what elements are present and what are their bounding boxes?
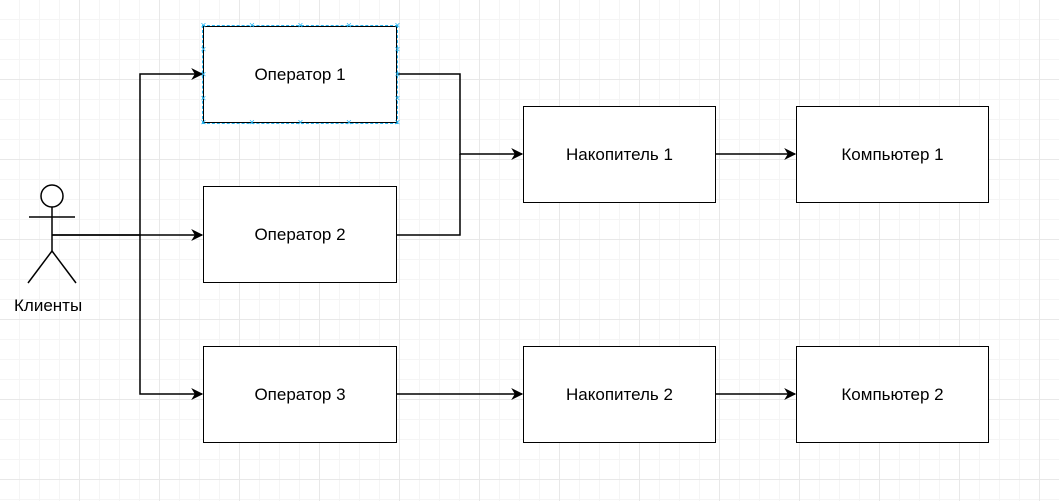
connection-point-icon[interactable]: × (249, 117, 255, 129)
computer-2-label: Компьютер 2 (841, 384, 944, 404)
edge-operator-1-storage-1[interactable] (396, 73, 524, 160)
operator-1-label: Оператор 1 (254, 64, 346, 84)
connection-point-icon[interactable]: × (346, 117, 352, 129)
operator-2-node[interactable]: Оператор 2 (203, 186, 397, 283)
connection-point-icon[interactable]: × (394, 44, 401, 56)
connection-point-icon[interactable]: × (200, 117, 207, 129)
connection-point-icon[interactable]: × (249, 20, 255, 32)
connection-point-icon[interactable]: × (200, 93, 207, 105)
storage-1-node[interactable]: Накопитель 1 (523, 106, 716, 203)
computer-1-label: Компьютер 1 (841, 144, 944, 164)
storage-2-node[interactable]: Накопитель 2 (523, 346, 716, 443)
actor-figure[interactable] (27, 184, 77, 284)
connection-point-icon[interactable]: × (297, 117, 304, 129)
connection-point-icon[interactable]: × (346, 20, 352, 32)
storage-1-label: Накопитель 1 (566, 144, 673, 164)
connection-point-icon[interactable]: × (200, 44, 207, 56)
connection-point-icon[interactable]: × (200, 69, 207, 80)
edge-actor-operator-3[interactable] (139, 235, 204, 400)
operator-3-node[interactable]: Оператор 3 (203, 346, 397, 443)
storage-2-label: Накопитель 2 (566, 384, 673, 404)
operator-2-label: Оператор 2 (254, 224, 346, 244)
connection-point-icon[interactable]: × (394, 69, 401, 80)
computer-2-node[interactable]: Компьютер 2 (796, 346, 989, 443)
operator-3-label: Оператор 3 (254, 384, 346, 404)
computer-1-node[interactable]: Компьютер 1 (796, 106, 989, 203)
operator-1-node[interactable]: Оператор 1 (202, 25, 398, 124)
edge-operator-2-storage-1[interactable] (396, 154, 461, 236)
edge-actor-operator-1[interactable] (52, 68, 204, 236)
connection-point-icon[interactable]: × (394, 20, 401, 32)
connection-point-icon[interactable]: × (394, 93, 401, 105)
connection-point-icon[interactable]: × (200, 20, 207, 32)
connection-point-icon[interactable]: × (394, 117, 401, 129)
actor-label: Клиенты (14, 296, 83, 315)
connection-point-icon[interactable]: × (297, 20, 304, 32)
